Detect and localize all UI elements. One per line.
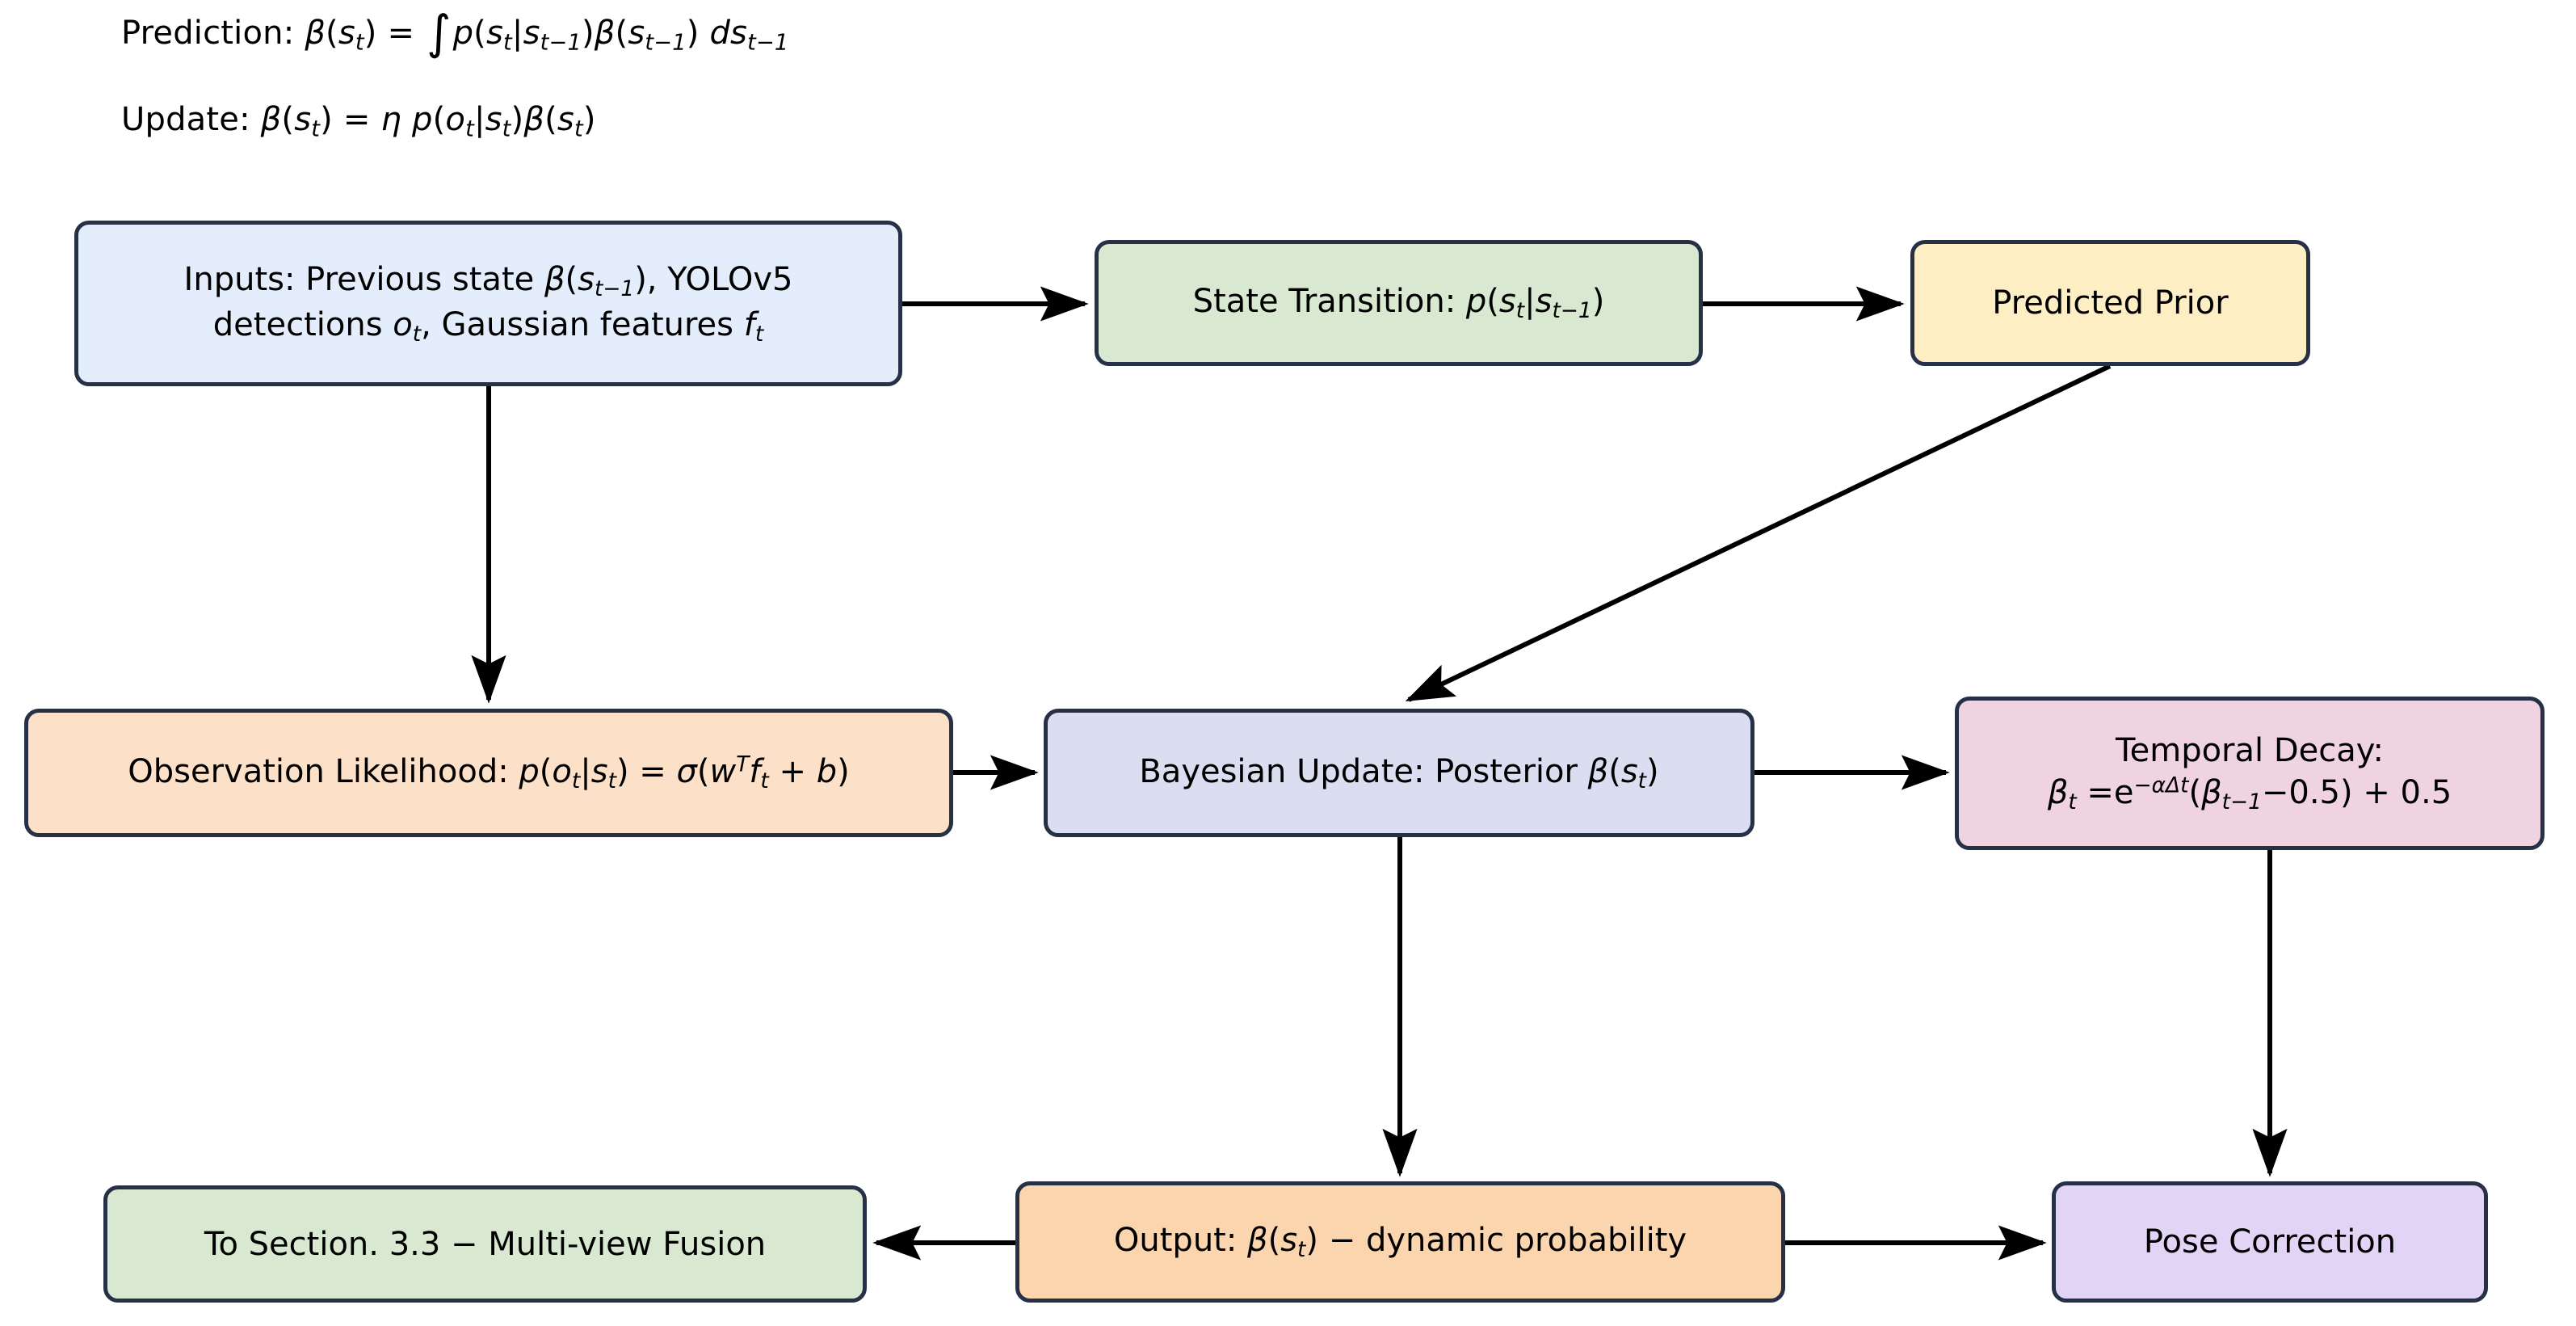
node-inputs-line2: detections ot, Gaussian features ft [212,305,764,347]
node-state-transition-label: State Transition: p(st|st−1) [1192,283,1605,324]
node-observation-likelihood[interactable]: Observation Likelihood: p(ot|st) = σ(wTf… [24,709,953,837]
node-temporal-decay[interactable]: Temporal Decay: βt =e−αΔt(βt−1−0.5) + 0.… [1955,697,2544,850]
node-pose-correction[interactable]: Pose Correction [2052,1181,2488,1303]
update-equation: Update: β(st) = η p(ot|st)β(st) [121,101,596,142]
node-to-section-multiview-fusion[interactable]: To Section. 3.3 − Multi-view Fusion [103,1185,867,1303]
node-to-section-label: To Section. 3.3 − Multi-view Fusion [204,1225,767,1263]
edge-predicted-prior-to-bayesian-update [1405,364,2112,702]
node-temporal-decay-line1: Temporal Decay: [2115,732,2384,770]
node-temporal-decay-line2: βt =e−αΔt(βt−1−0.5) + 0.5 [2047,772,2452,815]
node-state-transition[interactable]: State Transition: p(st|st−1) [1095,240,1703,366]
node-inputs[interactable]: Inputs: Previous state β(st−1), YOLOv5 d… [74,221,902,386]
node-observation-likelihood-label: Observation Likelihood: p(ot|st) = σ(wTf… [128,751,850,793]
node-output[interactable]: Output: β(st) − dynamic probability [1015,1181,1785,1303]
node-pose-correction-label: Pose Correction [2143,1223,2397,1261]
node-predicted-prior-label: Predicted Prior [1992,284,2229,322]
node-bayesian-update[interactable]: Bayesian Update: Posterior β(st) [1044,709,1754,837]
node-predicted-prior[interactable]: Predicted Prior [1910,240,2310,366]
prediction-equation: Prediction: β(st) = ∫p(st|st−1)β(st−1) d… [121,5,789,60]
node-output-label: Output: β(st) − dynamic probability [1113,1222,1687,1263]
node-bayesian-update-label: Bayesian Update: Posterior β(st) [1139,752,1659,793]
node-inputs-line1: Inputs: Previous state β(st−1), YOLOv5 [183,261,793,302]
